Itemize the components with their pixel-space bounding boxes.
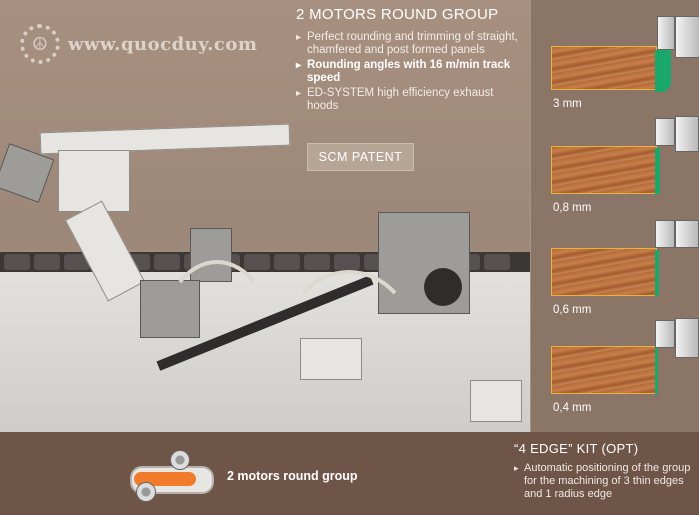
motor-wheel-icon	[136, 482, 156, 502]
tool-icon	[675, 16, 699, 58]
profile-3mm: 3 mm	[551, 16, 699, 112]
edge-band	[655, 50, 671, 92]
panel-wood	[551, 248, 657, 296]
motor-flange	[424, 268, 462, 306]
tool-icon	[655, 220, 675, 248]
feature-list: Perfect rounding and trimming of straigh…	[296, 31, 524, 113]
kit-title: “4 EDGE” KIT (OPT)	[514, 441, 639, 456]
panel-wood	[551, 346, 657, 394]
hose-left	[158, 260, 276, 428]
round-group-icon	[126, 450, 214, 502]
feature-item: Perfect rounding and trimming of straigh…	[296, 31, 524, 57]
kit-line: and 1 radius edge	[524, 488, 613, 500]
motor-wheel-icon	[170, 450, 190, 470]
profile-label: 0,6 mm	[553, 304, 592, 316]
profile-label: 0,8 mm	[553, 202, 592, 214]
base-bracket	[470, 380, 522, 422]
gear-logo-icon: ☮	[20, 24, 60, 64]
tool-icon	[675, 116, 699, 152]
feature-item: ED-SYSTEM high efficiency exhaust hoods	[296, 87, 524, 113]
profile-0-6mm: 0,6 mm	[551, 220, 699, 320]
tool-icon	[657, 16, 675, 50]
feature-item: Rounding angles with 16 m/min track spee…	[296, 59, 524, 85]
edge-band	[655, 348, 658, 394]
tool-icon	[675, 220, 699, 248]
panel-wood	[551, 46, 657, 90]
tool-icon	[655, 118, 675, 146]
watermark: ☮ www.quocduy.com	[20, 24, 257, 64]
belt-label: 2 motors round group	[227, 469, 358, 483]
edge-band	[655, 250, 659, 296]
profile-label: 0,4 mm	[553, 402, 592, 414]
panel-wood	[551, 146, 657, 194]
kit-line: for the machining of 3 thin edges	[524, 475, 684, 487]
tool-icon	[675, 318, 699, 358]
edge-profiles: 3 mm 0,8 mm 0,6 mm 0,4 mm	[530, 0, 699, 432]
four-edge-kit: “4 EDGE” KIT (OPT) Automatic positioning…	[514, 441, 699, 501]
arm-bracket	[58, 150, 130, 212]
watermark-text: www.quocduy.com	[68, 33, 258, 55]
profile-0-4mm: 0,4 mm	[551, 318, 699, 422]
kit-line: Automatic positioning of the group	[514, 462, 699, 475]
group-description: 2 MOTORS ROUND GROUP Perfect rounding an…	[296, 6, 524, 115]
patent-badge: SCM PATENT	[307, 143, 414, 171]
profile-0-8mm: 0,8 mm	[551, 116, 699, 216]
edge-band	[655, 148, 660, 194]
group-title: 2 MOTORS ROUND GROUP	[296, 6, 499, 23]
tool-icon	[655, 320, 675, 348]
profile-label: 3 mm	[553, 98, 582, 110]
hose-right	[280, 270, 418, 428]
